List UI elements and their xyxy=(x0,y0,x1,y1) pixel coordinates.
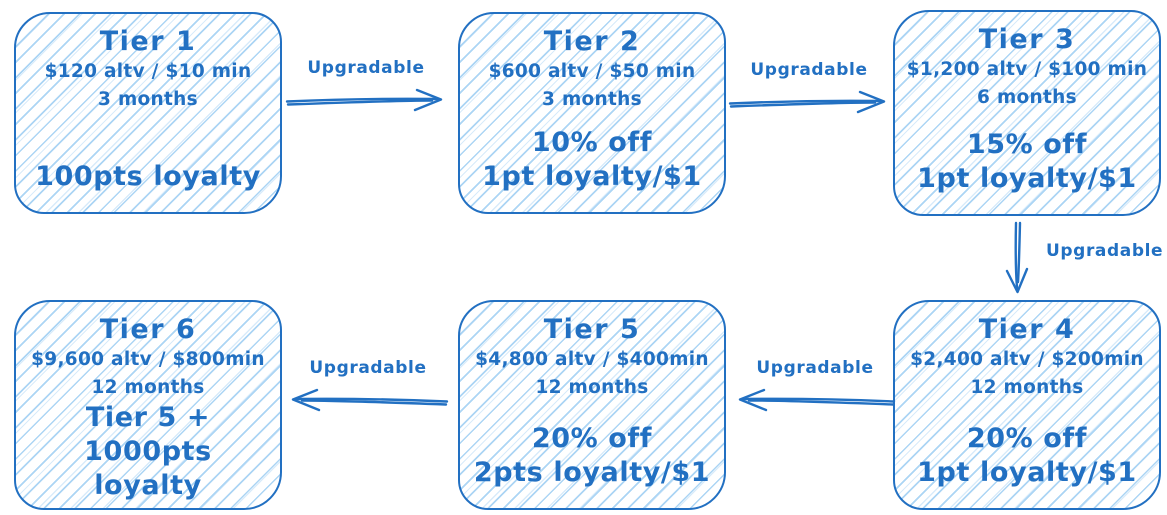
arrow-tier5-tier6-label: Upgradable xyxy=(309,358,427,378)
arrow-tier2-tier3-label: Upgradable xyxy=(750,60,868,80)
tier-5-benefit-line: 2pts loyalty/$1 xyxy=(473,456,711,488)
tier-3-benefit-line: 15% off xyxy=(966,128,1088,160)
arrow-right-icon xyxy=(285,88,443,112)
tier-3-altv-min: $1,200 altv / $100 min xyxy=(906,59,1148,81)
tier-2-duration: 3 months xyxy=(542,88,642,110)
tier-1-benefit-line: 100pts loyalty xyxy=(35,160,261,192)
tier-3-benefits: 15% off 1pt loyalty/$1 xyxy=(917,128,1137,196)
tier-4-benefit-line: 1pt loyalty/$1 xyxy=(917,456,1137,488)
tier-6-box: Tier 6 $9,600 altv / $800min 12 months T… xyxy=(14,300,282,510)
arrow-tier4-tier5: Upgradable xyxy=(729,358,901,417)
tier-5-benefits: 20% off 2pts loyalty/$1 xyxy=(474,422,710,490)
tier-4-benefit-line: 20% off xyxy=(966,422,1088,454)
arrow-tier3-tier4-label: Upgradable xyxy=(1046,241,1164,261)
tier-4-title: Tier 4 xyxy=(978,314,1076,345)
tier-4-altv-min: $2,400 altv / $200min xyxy=(910,349,1144,371)
tier-5-altv-min: $4,800 altv / $400min xyxy=(475,349,709,371)
tier-6-benefit-line: 1000pts loyalty xyxy=(84,436,212,502)
tier-5-title: Tier 5 xyxy=(543,314,641,345)
tier-2-altv-min: $600 altv / $50 min xyxy=(488,61,696,83)
arrow-tier4-tier5-label: Upgradable xyxy=(756,358,874,378)
tier-6-duration: 12 months xyxy=(91,376,205,398)
arrow-right-icon xyxy=(728,90,886,114)
tier-5-box: Tier 5 $4,800 altv / $400min 12 months 2… xyxy=(458,300,726,510)
tier-4-duration: 12 months xyxy=(970,376,1084,398)
tier-6-benefit-line: Tier 5 + xyxy=(85,402,211,434)
tier-1-box: Tier 1 $120 altv / $10 min 3 months 100p… xyxy=(14,12,282,214)
tier-3-title: Tier 3 xyxy=(978,24,1076,55)
arrow-tier1-tier2: Upgradable xyxy=(284,58,448,117)
tier-2-title: Tier 2 xyxy=(543,26,641,57)
arrow-tier2-tier3: Upgradable xyxy=(727,60,891,119)
arrow-left-icon xyxy=(291,388,449,412)
arrow-down-icon xyxy=(1005,221,1029,294)
arrow-left-icon xyxy=(738,388,896,412)
tier-4-box: Tier 4 $2,400 altv / $200min 12 months 2… xyxy=(893,300,1161,510)
tier-3-benefit-line: 1pt loyalty/$1 xyxy=(917,162,1137,194)
tier-6-altv-min: $9,600 altv / $800min xyxy=(31,349,265,371)
tier-3-box: Tier 3 $1,200 altv / $100 min 6 months 1… xyxy=(893,10,1161,216)
tier-5-duration: 12 months xyxy=(535,376,649,398)
tier-1-altv-min: $120 altv / $10 min xyxy=(44,61,252,83)
arrow-tier5-tier6: Upgradable xyxy=(284,358,452,417)
arrow-tier3-tier4: Upgradable xyxy=(1000,220,1163,296)
arrow-tier1-tier2-label: Upgradable xyxy=(307,58,425,78)
tier-4-benefits: 20% off 1pt loyalty/$1 xyxy=(917,422,1137,490)
tier-6-title: Tier 6 xyxy=(99,314,197,345)
tier-1-duration: 3 months xyxy=(98,88,198,110)
tier-2-benefit-line: 10% off xyxy=(531,126,653,158)
tier-3-duration: 6 months xyxy=(977,86,1077,108)
tier-2-box: Tier 2 $600 altv / $50 min 3 months 10% … xyxy=(458,12,726,214)
tier-2-benefit-line: 1pt loyalty/$1 xyxy=(482,160,702,192)
tier-6-benefits: Tier 5 + 1000pts loyalty xyxy=(26,401,270,503)
tier-2-benefits: 10% off 1pt loyalty/$1 xyxy=(482,126,702,194)
tier-5-benefit-line: 20% off xyxy=(531,422,653,454)
tier-1-title: Tier 1 xyxy=(99,26,197,57)
tier-1-benefits: 100pts loyalty xyxy=(35,160,261,194)
